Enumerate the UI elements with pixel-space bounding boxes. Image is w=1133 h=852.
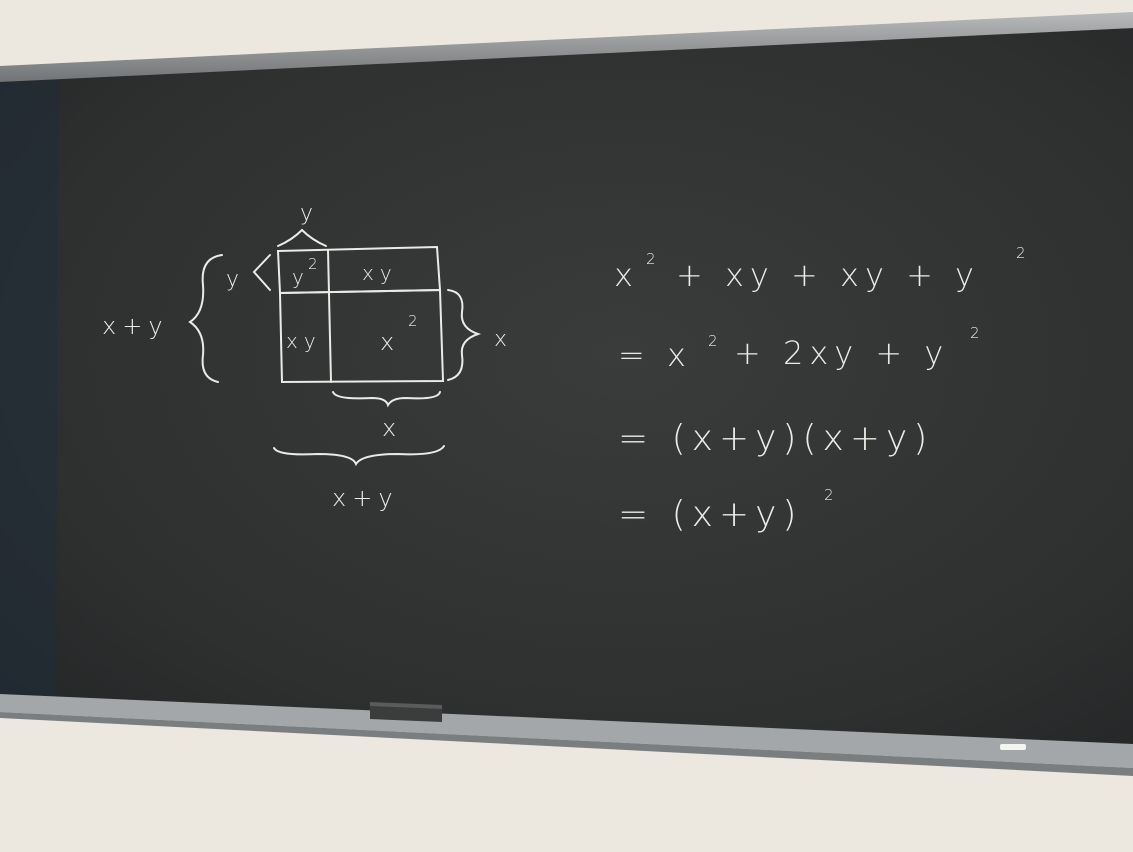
board-top-frame bbox=[0, 12, 1133, 84]
board-left-edge bbox=[0, 80, 58, 700]
eq1-term-x-exp: 2 bbox=[646, 250, 656, 268]
under-brace-x bbox=[332, 391, 441, 408]
eq4-term-exp: 2 bbox=[824, 486, 834, 504]
cell-bottom-right: x bbox=[380, 328, 400, 356]
equation-line-1: x 2 + xy + xy + y 2 bbox=[614, 244, 1026, 294]
top-brace bbox=[277, 228, 327, 247]
chalk-tray bbox=[0, 694, 1133, 768]
eq1-rest-exp: 2 bbox=[1016, 244, 1026, 262]
label-bottom-x: x bbox=[382, 414, 402, 442]
cell-top-left: y bbox=[292, 265, 310, 289]
label-left-expr: x+y bbox=[102, 312, 169, 340]
equation-line-3: = (x+y)(x+y) bbox=[618, 418, 933, 459]
square-vertical-divider bbox=[327, 249, 332, 383]
equation-line-2: = x 2 + 2xy + y 2 bbox=[618, 324, 980, 374]
label-left-y: y bbox=[226, 267, 245, 292]
cell-bottom-right-exp: 2 bbox=[408, 312, 418, 330]
eq1-rest: + xy + xy + y bbox=[676, 256, 980, 294]
cell-top-right: xy bbox=[362, 261, 398, 285]
eq2-term-x-exp: 2 bbox=[708, 332, 718, 350]
chalkboard bbox=[0, 28, 1133, 752]
left-curly-brace bbox=[188, 254, 223, 383]
eq1-term-x: x bbox=[614, 256, 639, 294]
label-right-x: x bbox=[494, 327, 513, 352]
label-bottom-expr: x+y bbox=[332, 484, 399, 512]
under-brace-xy bbox=[273, 445, 445, 467]
eq2-rest: + 2xy + y bbox=[734, 334, 949, 372]
equation-line-4: = (x+y) 2 bbox=[618, 486, 834, 535]
chalk-piece-icon[interactable] bbox=[1000, 744, 1026, 750]
area-diagram bbox=[188, 228, 482, 467]
cell-top-left-exp: 2 bbox=[308, 255, 318, 273]
eq4-term: = (x+y) bbox=[618, 494, 802, 535]
eq2-rest-exp: 2 bbox=[970, 324, 980, 342]
cell-bottom-left: xy bbox=[286, 329, 322, 353]
chalk-tray-shadow bbox=[0, 712, 1133, 776]
left-angle-y bbox=[252, 254, 271, 291]
chalkboard-eraser-icon[interactable] bbox=[370, 702, 442, 722]
eq2-term-x: = x bbox=[618, 336, 692, 374]
label-top-y: y bbox=[300, 201, 319, 226]
right-curly-brace bbox=[447, 289, 482, 381]
square-outer-bottom bbox=[278, 288, 445, 384]
